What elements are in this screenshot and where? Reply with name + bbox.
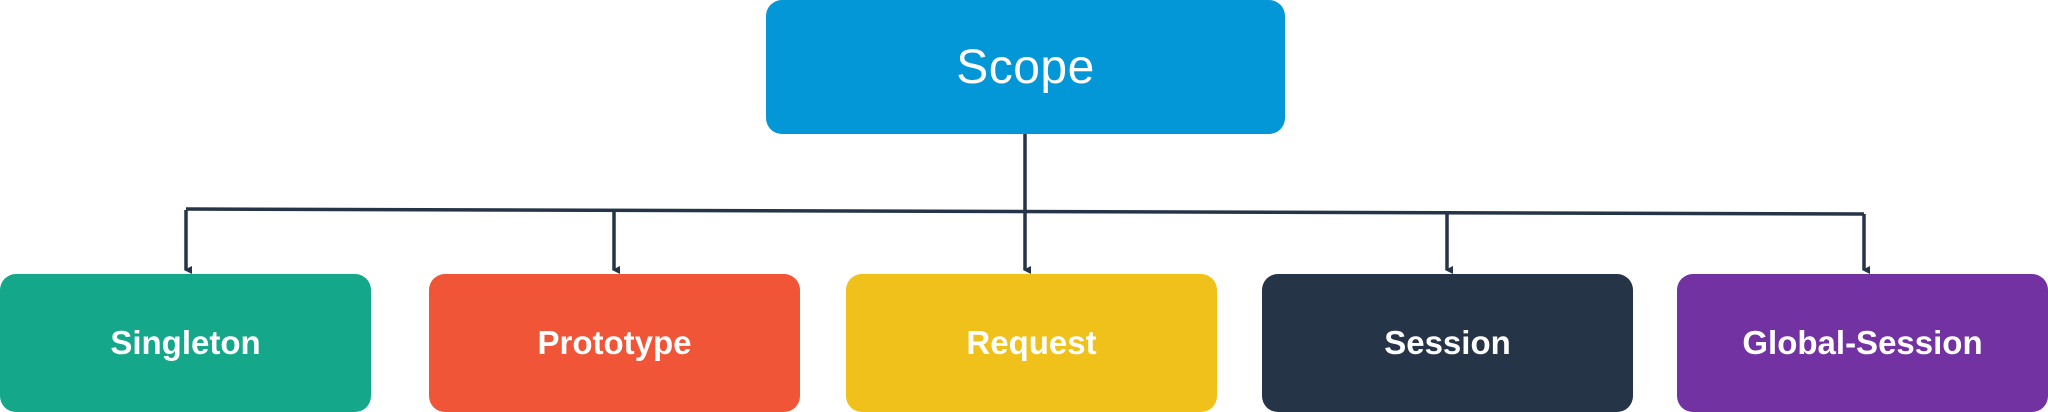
global-session-node: Global-Session — [1677, 274, 2048, 412]
scope-node: Scope — [766, 0, 1285, 134]
session-label: Session — [1384, 324, 1511, 361]
request-label: Request — [966, 324, 1097, 361]
request-node: Request — [846, 274, 1217, 412]
prototype-label: Prototype — [537, 324, 692, 361]
horizontal-bus-line — [185, 207, 1865, 216]
singleton-node: Singleton — [0, 274, 371, 412]
prototype-node: Prototype — [429, 274, 800, 412]
singleton-label: Singleton — [110, 324, 261, 361]
global-session-label: Global-Session — [1742, 324, 1983, 361]
scope-label: Scope — [956, 40, 1095, 94]
session-node: Session — [1262, 274, 1633, 412]
